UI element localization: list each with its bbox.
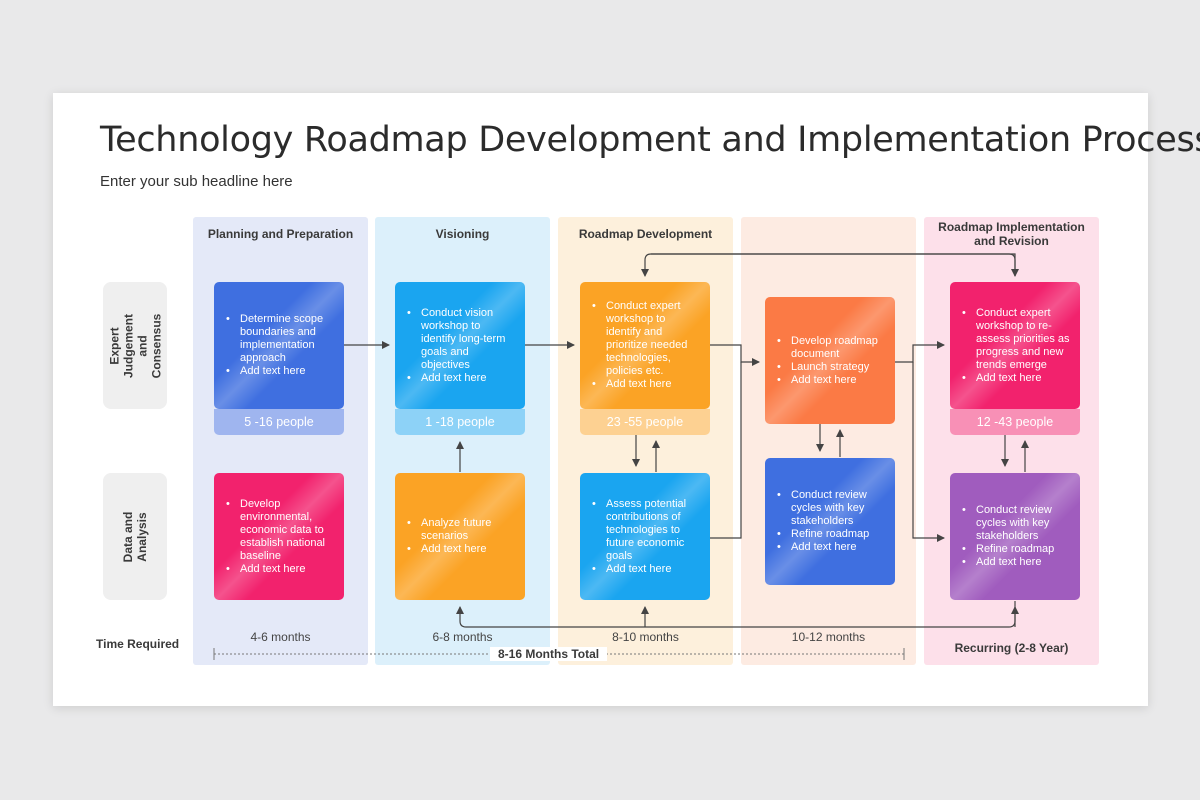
people-count-development: 23 -55 people [580, 409, 710, 435]
arrow-document-to-review-refine [912, 362, 945, 542]
row-label-data: Data and Analysis [103, 473, 167, 600]
card-bullet: Add text here [588, 378, 700, 391]
time-required-label: Time Required [96, 637, 180, 651]
card-bullet: Add text here [958, 556, 1070, 569]
card-bullet: Determine scope boundaries and implement… [222, 313, 334, 365]
card-bullet: Conduct expert workshop to re-assess pri… [958, 307, 1070, 372]
people-count-planning: 5 -16 people [214, 409, 344, 435]
row-label-expert: Expert Judgement and Consensus [103, 282, 167, 409]
column-heading-development: Roadmap Development [578, 227, 713, 241]
card-bullet: Launch strategy [773, 361, 885, 374]
card-body: Conduct vision workshop to identify long… [395, 282, 525, 409]
arrow-assess-to-document [710, 362, 742, 539]
arrow-top-loop-start [651, 253, 1019, 277]
card-body: Conduct review cycles with key stakehold… [765, 458, 895, 585]
card-bullet: Conduct expert workshop to identify and … [588, 300, 700, 378]
card-bullet: Add text here [403, 543, 515, 556]
card-bullet: Develop environmental, economic data to … [222, 498, 334, 563]
months-development: 8-10 months [612, 630, 679, 644]
column-heading-implementation: Roadmap Implementation and Revision [938, 220, 1085, 248]
card-bullet: Add text here [773, 374, 885, 387]
card-bullet: Refine roadmap [958, 543, 1070, 556]
arrow-document-to-reassess [895, 341, 945, 363]
card-bullet: Conduct review cycles with key stakehold… [773, 489, 885, 528]
page-subtitle: Enter your sub headline here [100, 173, 293, 190]
card-bullet: Add text here [773, 541, 885, 554]
card-bullet: Analyze future scenarios [403, 517, 515, 543]
months-strategy: 10-12 months [791, 630, 866, 644]
card-bullet: Refine roadmap [773, 528, 885, 541]
column-heading-planning: Planning and Preparation [207, 227, 354, 241]
card-body: Analyze future scenarios Add text here [395, 473, 525, 600]
column-heading-visioning: Visioning [435, 227, 490, 241]
card-bullet: Conduct review cycles with key stakehold… [958, 504, 1070, 543]
months-implementation: Recurring (2-8 Year) [954, 641, 1069, 655]
card-body: Develop roadmap document Launch strategy… [765, 297, 895, 424]
people-count-implementation: 12 -43 people [950, 409, 1080, 435]
arrow-top-loop [641, 253, 1016, 277]
card-body: Determine scope boundaries and implement… [214, 282, 344, 409]
column-strategy [741, 217, 916, 665]
arrow-bottom-loop [456, 601, 1016, 628]
months-visioning: 6-8 months [432, 630, 493, 644]
card-bullet: Add text here [958, 372, 1070, 385]
page-title: Technology Roadmap Development and Imple… [100, 120, 1200, 160]
people-count-visioning: 1 -18 people [395, 409, 525, 435]
card-bullet: Add text here [403, 372, 515, 385]
card-bullet: Assess potential contributions of techno… [588, 498, 700, 563]
months-planning: 4-6 months [250, 630, 311, 644]
card-bullet: Add text here [222, 563, 334, 576]
card-body: Assess potential contributions of techno… [580, 473, 710, 600]
arrow-expert-to-document [710, 344, 760, 366]
total-months-label: 8-16 Months Total [490, 647, 608, 661]
card-bullet: Add text here [222, 365, 334, 378]
card-bullet: Conduct vision workshop to identify long… [403, 307, 515, 372]
card-bullet: Develop roadmap document [773, 335, 885, 361]
card-bullet: Add text here [588, 563, 700, 576]
card-body: Conduct expert workshop to identify and … [580, 282, 710, 409]
card-body: Develop environmental, economic data to … [214, 473, 344, 600]
card-body: Conduct expert workshop to re-assess pri… [950, 282, 1080, 409]
card-body: Conduct review cycles with key stakehold… [950, 473, 1080, 600]
